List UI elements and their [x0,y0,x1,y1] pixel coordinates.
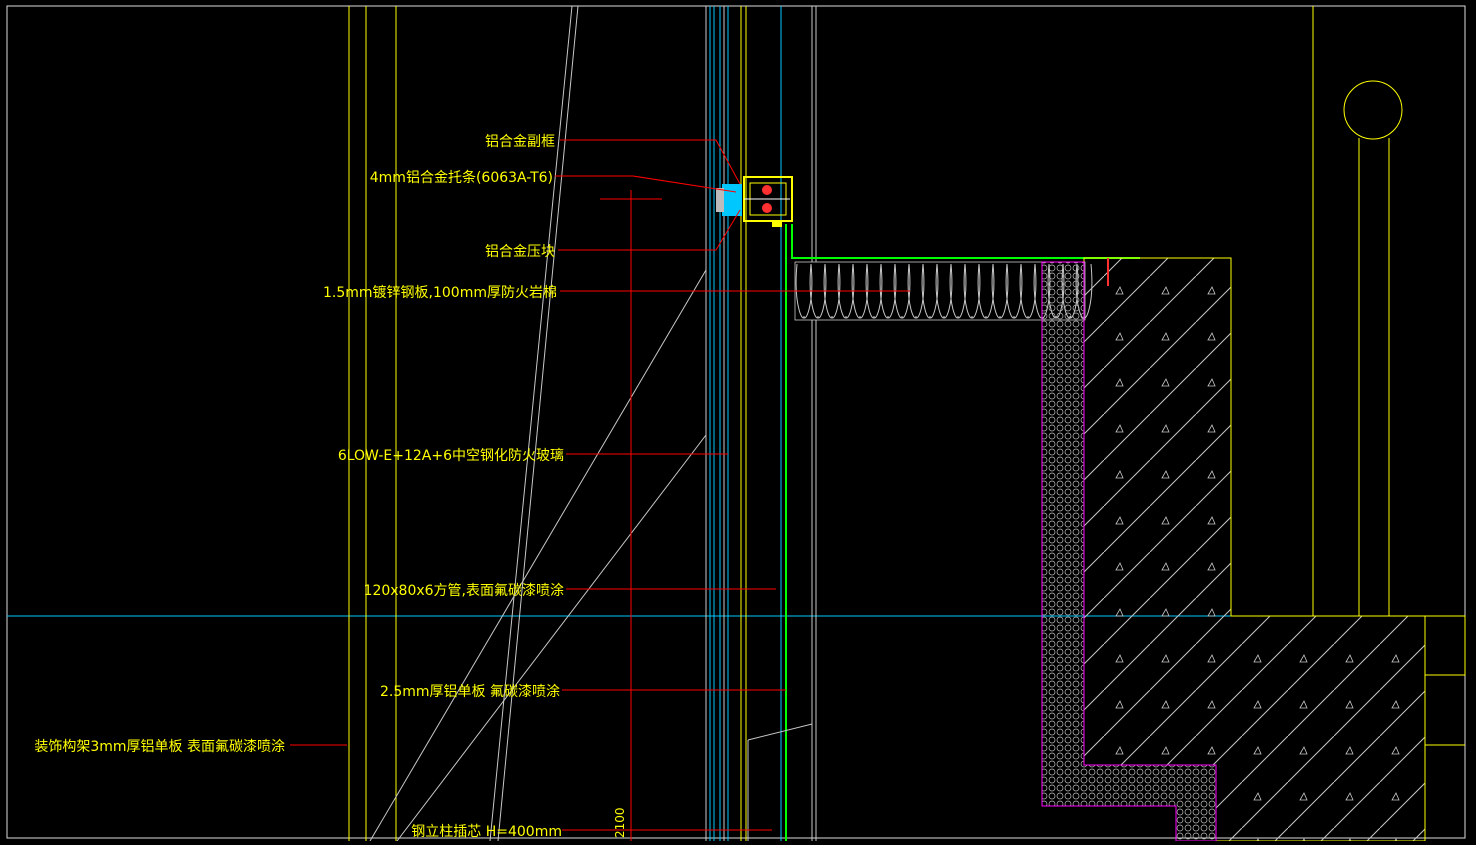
glass-lines [705,6,817,841]
label-fire-rock-wool: 1.5mm镀锌钢板,100mm厚防火岩棉 [323,284,557,301]
aluminum-panel [785,224,1140,841]
dimension-line [600,190,662,841]
dimension-value: 2100 [613,807,627,838]
label-aluminum-panel: 2.5mm厚铝单板 氟碳漆喷涂 [380,684,560,700]
drawing-border [6,5,1466,839]
label-square-tube: 120x80x6方管,表面氟碳漆喷涂 [364,583,564,599]
handrail-section [1343,80,1403,140]
yellow-guides [348,6,1390,841]
label-aluminum-bracket: 4mm铝合金托条(6063A-T6) [370,169,553,186]
label-decor-frame: 装饰构架3mm厚铝单板 表面氟碳漆喷涂 [34,739,285,755]
label-fire-glass: 6LOW-E+12A+6中空钢化防火玻璃 [338,447,564,464]
diagonal-lines [369,5,707,842]
label-aluminum-press-block: 铝合金压块 [485,244,555,260]
label-steel-insert: 钢立柱插芯 H=400mm [411,824,562,840]
leaders [290,139,910,831]
label-aluminum-sub-frame: 铝合金副框 [485,134,555,150]
bracket-assembly [716,176,793,227]
lower-bracket [747,723,813,841]
concrete-slab [1083,257,1466,842]
